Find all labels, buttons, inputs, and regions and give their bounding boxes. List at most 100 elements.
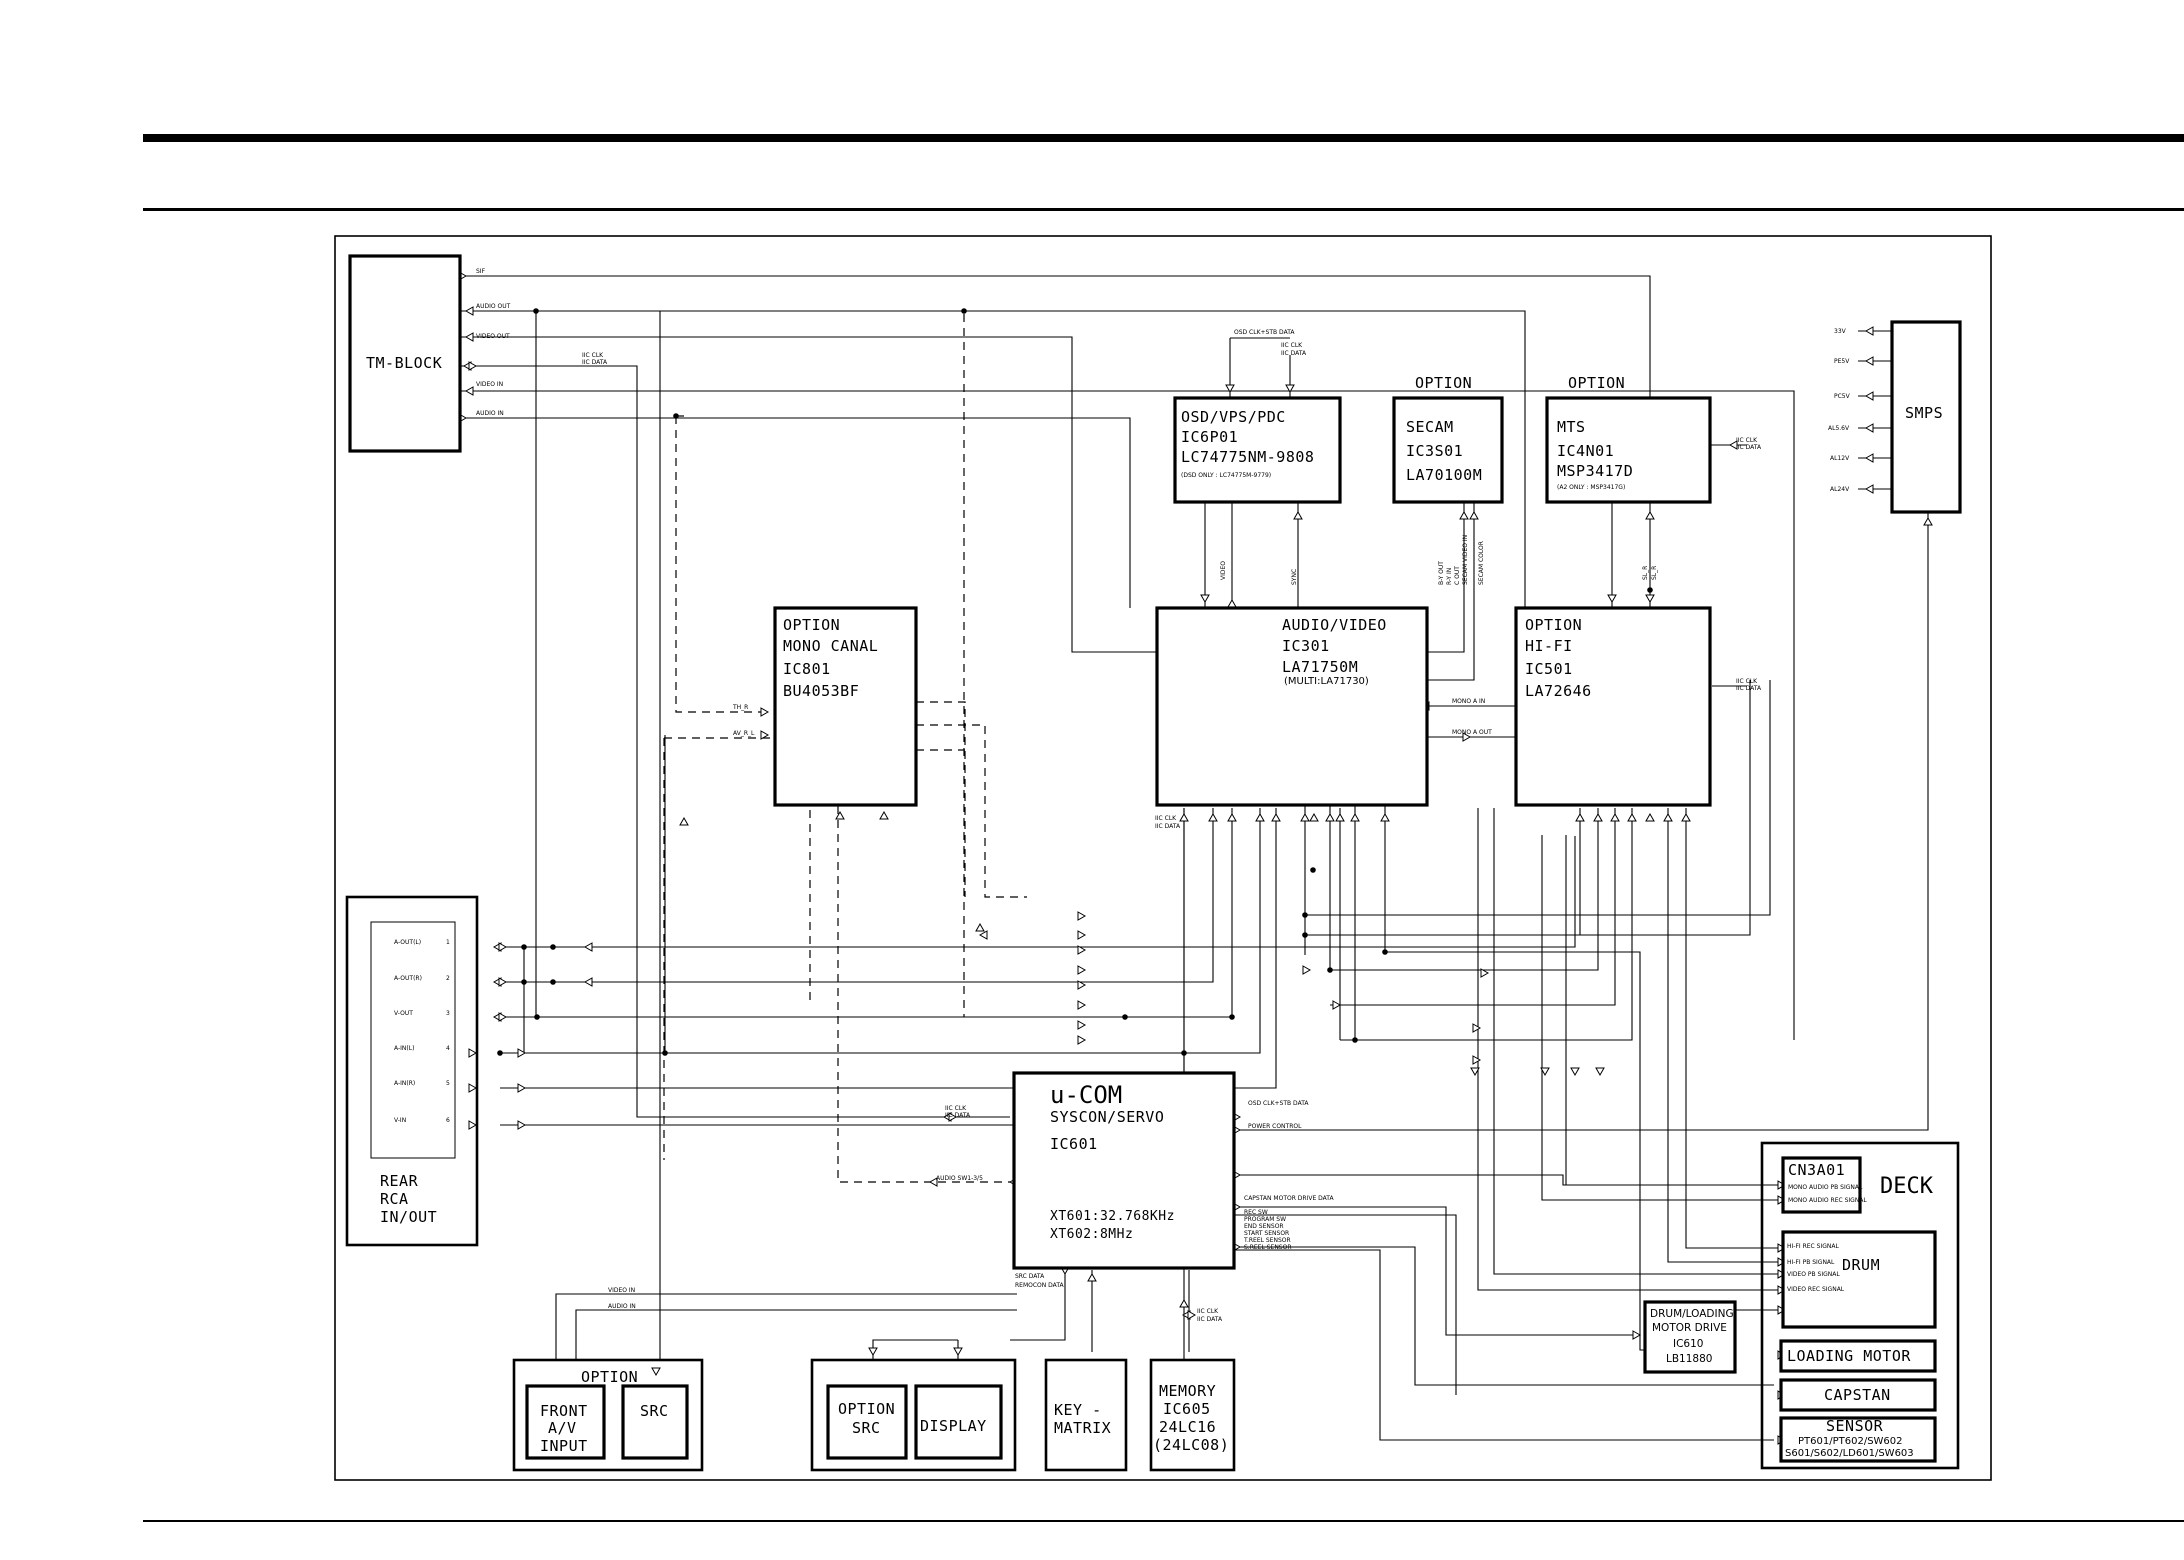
bidirectional-arrow (1181, 1310, 1197, 1320)
tm-sif-label: SIF (476, 268, 486, 275)
signal-arrow (1593, 812, 1603, 822)
mono-canal-line-1: OPTION (783, 616, 840, 634)
signal-arrow (517, 1048, 527, 1058)
tm-video-in-label: VIDEO IN (476, 381, 503, 388)
signal-arrow (1179, 1298, 1189, 1308)
drum-label: DRUM (1842, 1256, 1880, 1274)
front-video-label: VIDEO IN (608, 1287, 635, 1294)
osd-note: (DSD ONLY : LC74775M-9779) (1181, 472, 1271, 479)
deck-sense-1: REC SW (1244, 1209, 1268, 1216)
drum-driver-line-4: LB11880 (1666, 1353, 1712, 1365)
option-src-line-1: OPTION (838, 1400, 895, 1418)
remocon-data-label: REMOCON DATA (1015, 1282, 1065, 1289)
rca-row-3: V-OUT (394, 1010, 413, 1017)
tm-audio-in-label: AUDIO IN (476, 410, 504, 417)
signal-arrow (1300, 812, 1310, 822)
junction-dot (1647, 587, 1653, 593)
signal-arrow (1271, 812, 1281, 822)
front-audio-label: AUDIO IN (608, 1303, 636, 1310)
signal-arrow (1864, 423, 1874, 433)
rca-row-1: A-OUT(L) (394, 939, 421, 946)
bidirectional-arrow (492, 942, 508, 952)
osd-clk-label: OSD CLK+STB DATA (1234, 329, 1295, 336)
drum-sig-3: VIDEO PB SIGNAL (1787, 1271, 1840, 1278)
signal-arrow (1255, 812, 1265, 822)
signal-arrow (468, 1120, 478, 1130)
mono-a-out-label: MONO A OUT (1452, 729, 1492, 736)
signal-arrow (1179, 812, 1189, 822)
signal-arrow (1472, 1023, 1482, 1033)
signal-arrow (953, 1347, 963, 1357)
mts-iic-data-label: IIC DATA (1736, 444, 1762, 451)
signal-arrow (1470, 1067, 1480, 1077)
rca-row-6: V-IN (394, 1117, 406, 1124)
mono-canal-line-2: MONO CANAL (783, 637, 878, 655)
signal-arrow (1077, 1035, 1087, 1045)
ucom-block: u-COM SYSCON/SERVO IC601 XT601:32.768KHz… (1012, 1071, 1236, 1270)
signal-arrow (760, 707, 770, 717)
signal-arrow (583, 977, 593, 987)
signal-arrow (1208, 812, 1218, 822)
junction-dot (550, 979, 556, 985)
src-label: SRC (640, 1402, 669, 1420)
signal-arrow (468, 1083, 478, 1093)
sensor-line-3: S601/S602/LD601/SW603 (1785, 1448, 1914, 1459)
mono-canal-avr-label: AV_R_L (733, 730, 755, 737)
smps-33v: 33V (1834, 328, 1847, 335)
signal-arrow (1575, 812, 1585, 822)
option-src-line-2: SRC (852, 1419, 881, 1437)
mem-iic-data-label: IIC DATA (1197, 1316, 1223, 1323)
junction-dot (1352, 1037, 1358, 1043)
signal-arrow (975, 922, 985, 932)
drum-driver-block: DRUM/LOADING MOTOR DRIVE IC610 LB11880 (1643, 1300, 1737, 1374)
signal-arrow (1077, 945, 1087, 955)
signal-arrow (1309, 812, 1319, 822)
signal-arrow (1663, 812, 1673, 822)
signal-arrow (651, 1367, 661, 1377)
tm-block-label: TM-BLOCK (366, 354, 442, 372)
deck-sense-6: S.REEL SENSOR (1244, 1244, 1292, 1251)
ucom-osd-label: OSD CLK+STB DATA (1248, 1100, 1309, 1107)
rca-pin-4: 4 (446, 1045, 450, 1052)
signal-arrow (1077, 1020, 1087, 1030)
mts-iic-clk-label: IIC CLK (1736, 437, 1758, 444)
bidirectional-arrow (462, 361, 478, 371)
smps-block: SMPS (1890, 320, 1962, 514)
display-label: DISPLAY (920, 1417, 987, 1435)
front-option-group: OPTION FRONT A/V INPUT SRC (512, 1358, 704, 1472)
signal-arrow (464, 332, 474, 342)
audio-video-block: AUDIO/VIDEO IC301 LA71750M (MULTI:LA7173… (1155, 606, 1429, 807)
key-matrix-line-1: KEY - (1054, 1401, 1102, 1419)
wiring (460, 275, 1929, 1441)
junction-dot (1327, 967, 1333, 973)
header-rule-thick (143, 134, 2184, 142)
hifi-iic-clk-label: IIC CLK (1736, 678, 1758, 685)
signal-arrow (1627, 812, 1637, 822)
osd-video-label: VIDEO (1220, 561, 1227, 580)
ucom-iic-data-label: IIC DATA (945, 1112, 971, 1119)
signal-arrow (1595, 1067, 1605, 1077)
signal-arrow (835, 810, 845, 820)
smps-label: SMPS (1905, 404, 1943, 422)
rear-rca-line-1: REAR (380, 1172, 419, 1190)
junction-dot (550, 944, 556, 950)
signal-arrow (1225, 384, 1235, 394)
signal-arrow (1335, 812, 1345, 822)
rca-pin-2: 2 (446, 975, 450, 982)
signal-arrow (879, 810, 889, 820)
junction-dot (1122, 1014, 1128, 1020)
signal-arrow (1332, 1000, 1342, 1010)
rear-rca-block: A-OUT(L) A-OUT(R) V-OUT A-IN(L) A-IN(R) … (345, 895, 479, 1247)
ucom-line-2: IC601 (1050, 1135, 1098, 1153)
memory-line-4: (24LC08) (1153, 1436, 1229, 1454)
signal-arrow (1864, 391, 1874, 401)
signal-arrow (1645, 510, 1655, 520)
audio-sw-label: AUDIO SW1-3/5 (936, 1175, 983, 1182)
signal-arrow (1570, 1067, 1580, 1077)
hifi-block: OPTION HI-FI IC501 LA72646 (1514, 606, 1712, 807)
ucom-xtal-1: XT601:32.768KHz (1050, 1209, 1175, 1224)
junction-dot (1229, 1014, 1235, 1020)
junction-dot (961, 308, 967, 314)
signal-arrow (1610, 812, 1620, 822)
rca-row-2: A-OUT(R) (394, 975, 422, 982)
